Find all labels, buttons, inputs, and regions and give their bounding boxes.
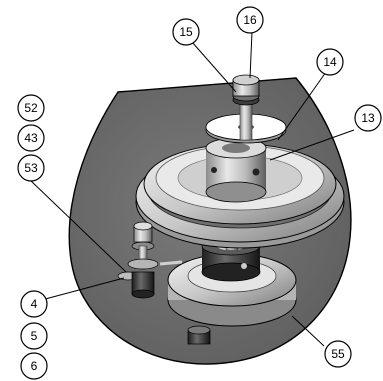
callout-5: 5 bbox=[20, 322, 48, 350]
callout-43: 43 bbox=[17, 124, 45, 152]
lower-nut bbox=[187, 325, 211, 345]
callout-label: 14 bbox=[323, 55, 337, 69]
callout-4: 4 bbox=[20, 290, 48, 318]
callout-13: 13 bbox=[354, 104, 382, 132]
callout-14: 14 bbox=[316, 48, 344, 76]
callout-label: 43 bbox=[24, 131, 38, 145]
spindle-bolt bbox=[232, 74, 260, 141]
callout-label: 6 bbox=[31, 359, 38, 373]
callout-label: 52 bbox=[24, 101, 38, 115]
callout-16: 16 bbox=[236, 6, 264, 34]
callout-label: 5 bbox=[31, 329, 38, 343]
callout-53: 53 bbox=[17, 154, 45, 182]
callout-label: 15 bbox=[179, 25, 193, 39]
leader-lines bbox=[29, 31, 355, 347]
callout-6: 6 bbox=[20, 352, 48, 380]
callout-55: 55 bbox=[324, 340, 352, 368]
callout-15: 15 bbox=[172, 18, 200, 46]
upper-hub bbox=[205, 137, 267, 203]
callout-label: 53 bbox=[24, 161, 38, 175]
callout-label: 55 bbox=[331, 347, 345, 361]
side-bolt-stack bbox=[117, 221, 183, 299]
callout-label: 16 bbox=[243, 13, 257, 27]
callout-label: 13 bbox=[361, 111, 375, 125]
callout-52: 52 bbox=[17, 94, 45, 122]
callout-label: 4 bbox=[31, 297, 38, 311]
